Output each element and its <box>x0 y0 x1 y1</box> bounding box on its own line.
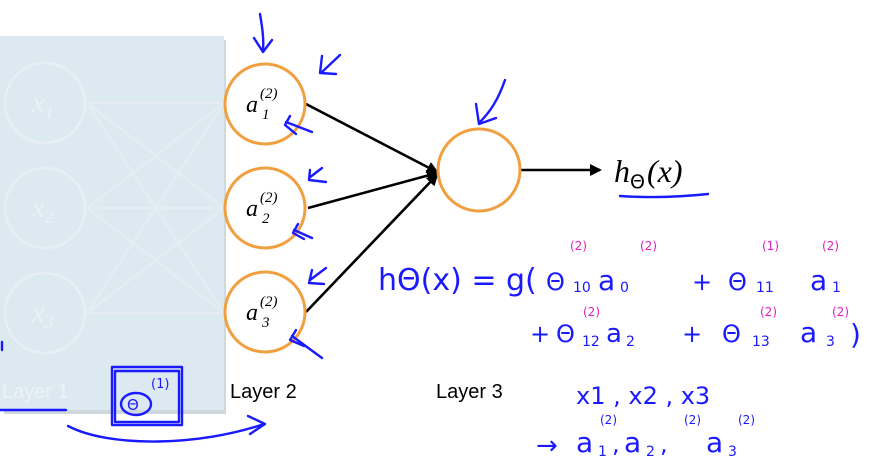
term2-a-sub: 1 <box>832 280 841 296</box>
comma-1: , <box>612 430 620 458</box>
inputs-list: x1 , x2 , x3 <box>576 382 710 410</box>
faded-input-edges <box>86 102 225 314</box>
term1-a: a <box>598 264 615 297</box>
term2-theta-sup: (1) <box>762 239 779 253</box>
output-node <box>436 127 522 213</box>
term4-a: a <box>800 316 817 349</box>
term2-theta: Θ <box>728 268 747 296</box>
input-node-2 <box>3 166 87 250</box>
input-node-3 <box>3 271 87 355</box>
activation-a2: a <box>624 426 641 459</box>
term4-a-sub: 3 <box>826 334 835 350</box>
activation-a2-sup: (2) <box>684 413 701 427</box>
input-x1-label: x1 <box>31 88 53 122</box>
hidden-a3-subscript: 3 <box>261 315 270 331</box>
term3-theta-sup: (2) <box>583 305 600 319</box>
term2-a: a <box>810 264 827 297</box>
hidden-layer: a(2) 1 a(2) 2 a(2) 3 <box>223 62 307 354</box>
term1-theta-sub: 10 <box>573 280 591 296</box>
activations-arrow: → <box>536 431 558 460</box>
theta1-symbol: Θ <box>127 396 139 414</box>
term3-a: a <box>606 319 622 349</box>
term1-theta: Θ <box>546 268 565 296</box>
input-x2-label: x2 <box>31 193 53 227</box>
arrow-mark-output-top <box>474 78 507 126</box>
faded-input-layer: x1 x2 x3 Layer 1 <box>2 61 225 403</box>
plus-3: + <box>682 320 702 348</box>
term4-theta-sup: (2) <box>760 305 777 319</box>
term1-a-sup: (2) <box>640 239 657 253</box>
plus-2: + <box>530 320 550 348</box>
arrow-mark-a1-right <box>318 53 342 76</box>
edge-a1-to-output <box>305 102 439 174</box>
handwritten-hypothesis-equation: hΘ(x) = g( Θ (2) 10 a (2) 0 + Θ (1) 11 a… <box>378 239 861 351</box>
term1-theta-sup: (2) <box>570 239 587 253</box>
theta1-superscript: (1) <box>151 377 169 392</box>
term4-a-sup: (2) <box>832 305 849 319</box>
theta1-box-annotation: Θ (1) <box>0 340 267 443</box>
term3-theta-sub: 12 <box>582 334 600 350</box>
activation-a1-sup: (2) <box>600 413 617 427</box>
input-node-1 <box>3 61 87 145</box>
hidden-to-output-edges <box>305 102 602 313</box>
activation-a3: a <box>706 426 723 459</box>
plus-1: + <box>692 268 712 296</box>
arrow-mark-a3-right <box>307 266 328 286</box>
hidden-a1-subscript: 1 <box>262 107 270 123</box>
handwritten-variable-lists: x1 , x2 , x3 → a (2) 1 , a (2) 2 , a (2)… <box>536 382 755 460</box>
arrow-mark-a1-bottom <box>283 114 314 136</box>
handwritten-arrows <box>252 12 507 360</box>
arrow-mark-a3-bottom <box>288 328 324 360</box>
edge-a2-to-output <box>307 169 439 210</box>
term2-a-sup: (2) <box>822 239 839 253</box>
layer2-label: Layer 2 <box>230 381 297 403</box>
input-x3-label: x3 <box>31 298 53 332</box>
term1-a-sub: 0 <box>620 280 629 296</box>
hidden-a2-label: a(2) <box>246 190 278 222</box>
comma-2: , <box>660 430 668 458</box>
activation-a3-sup: (2) <box>738 413 755 427</box>
layer3-label: Layer 3 <box>436 381 503 403</box>
close-paren: ) <box>850 318 861 351</box>
edge-a3-to-output <box>305 173 439 313</box>
term4-theta-sub: 13 <box>752 334 770 350</box>
hidden-a2-subscript: 2 <box>262 211 270 227</box>
hidden-a3-label: a(2) <box>246 294 278 326</box>
theta1-span-arrow <box>66 414 267 443</box>
activation-a1: a <box>576 426 593 459</box>
arrow-mark-a1-top <box>252 12 274 54</box>
hidden-node-3 <box>223 270 307 354</box>
arrow-mark-a2-bottom <box>291 222 314 241</box>
term3-theta: Θ <box>556 320 575 348</box>
activation-a2-sub: 2 <box>646 444 655 460</box>
term2-theta-sub: 11 <box>756 280 774 296</box>
activation-a1-sub: 1 <box>598 444 607 460</box>
hypothesis-underline <box>618 192 710 199</box>
activation-a3-sub: 3 <box>728 444 737 460</box>
layer1-label: Layer 1 <box>2 381 69 403</box>
hidden-node-2 <box>223 166 307 250</box>
arrow-mark-a2-right <box>307 166 328 184</box>
term4-theta: Θ <box>722 320 741 348</box>
hidden-a1-label: a(2) <box>246 86 278 118</box>
hypothesis-output-label: hΘ(x) <box>614 153 682 193</box>
term3-a-sub: 2 <box>626 334 635 350</box>
equation-line1-prefix: hΘ(x) = g( <box>378 263 537 298</box>
